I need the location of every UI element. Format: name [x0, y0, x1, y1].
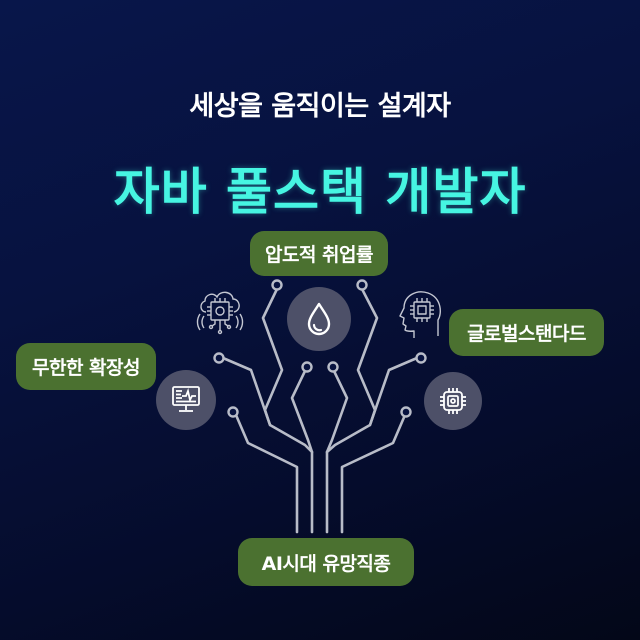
badge-employment-rate: 압도적 취업률	[250, 231, 388, 276]
cpu-chip-icon	[440, 388, 466, 414]
badge-infinite-scalability: 무한한 확장성	[16, 343, 156, 390]
subtitle: 세상을 움직이는 설계자	[189, 91, 451, 122]
ai-head-chip-icon	[399, 291, 441, 338]
center-circle	[287, 287, 351, 351]
main-title: 자바 풀스택 개발자	[113, 163, 527, 221]
chip-circle	[424, 372, 482, 430]
water-drop-icon	[307, 302, 331, 336]
monitor-pulse-icon	[172, 386, 200, 412]
cloud-chip-icon	[196, 291, 244, 335]
badge-global-standard: 글로벌스탠다드	[449, 309, 604, 356]
monitor-circle	[156, 370, 216, 430]
badge-ai-promising-job: AI시대 유망직종	[238, 538, 414, 586]
